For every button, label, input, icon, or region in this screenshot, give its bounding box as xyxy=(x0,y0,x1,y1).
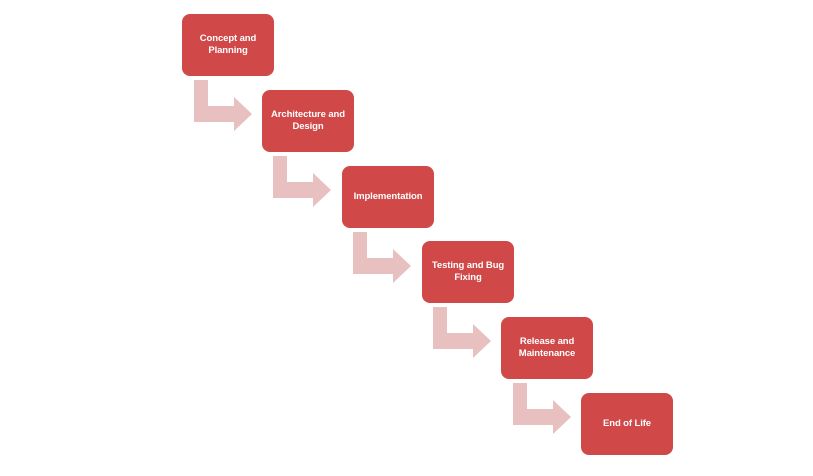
bent-arrow-right-icon xyxy=(433,307,499,359)
bent-arrow-right-icon xyxy=(513,383,579,435)
step-implementation: Implementation xyxy=(342,166,434,228)
step-architecture-and-design: Architecture and Design xyxy=(262,90,354,152)
step-concept-and-planning: Concept and Planning xyxy=(182,14,274,76)
bent-arrow-right-icon xyxy=(353,232,419,284)
step-label: Architecture and Design xyxy=(271,109,345,132)
bent-arrow-right-icon xyxy=(194,80,260,132)
step-label: Release and Maintenance xyxy=(518,336,576,359)
step-label: End of Life xyxy=(603,418,651,429)
step-end-of-life: End of Life xyxy=(581,393,673,455)
step-label: Testing and Bug Fixing xyxy=(431,260,505,283)
step-release-and-maintenance: Release and Maintenance xyxy=(501,317,593,379)
step-label: Concept and Planning xyxy=(199,33,257,56)
step-label: Implementation xyxy=(353,191,423,202)
step-testing-and-bug-fixing: Testing and Bug Fixing xyxy=(422,241,514,303)
bent-arrow-right-icon xyxy=(273,156,339,208)
